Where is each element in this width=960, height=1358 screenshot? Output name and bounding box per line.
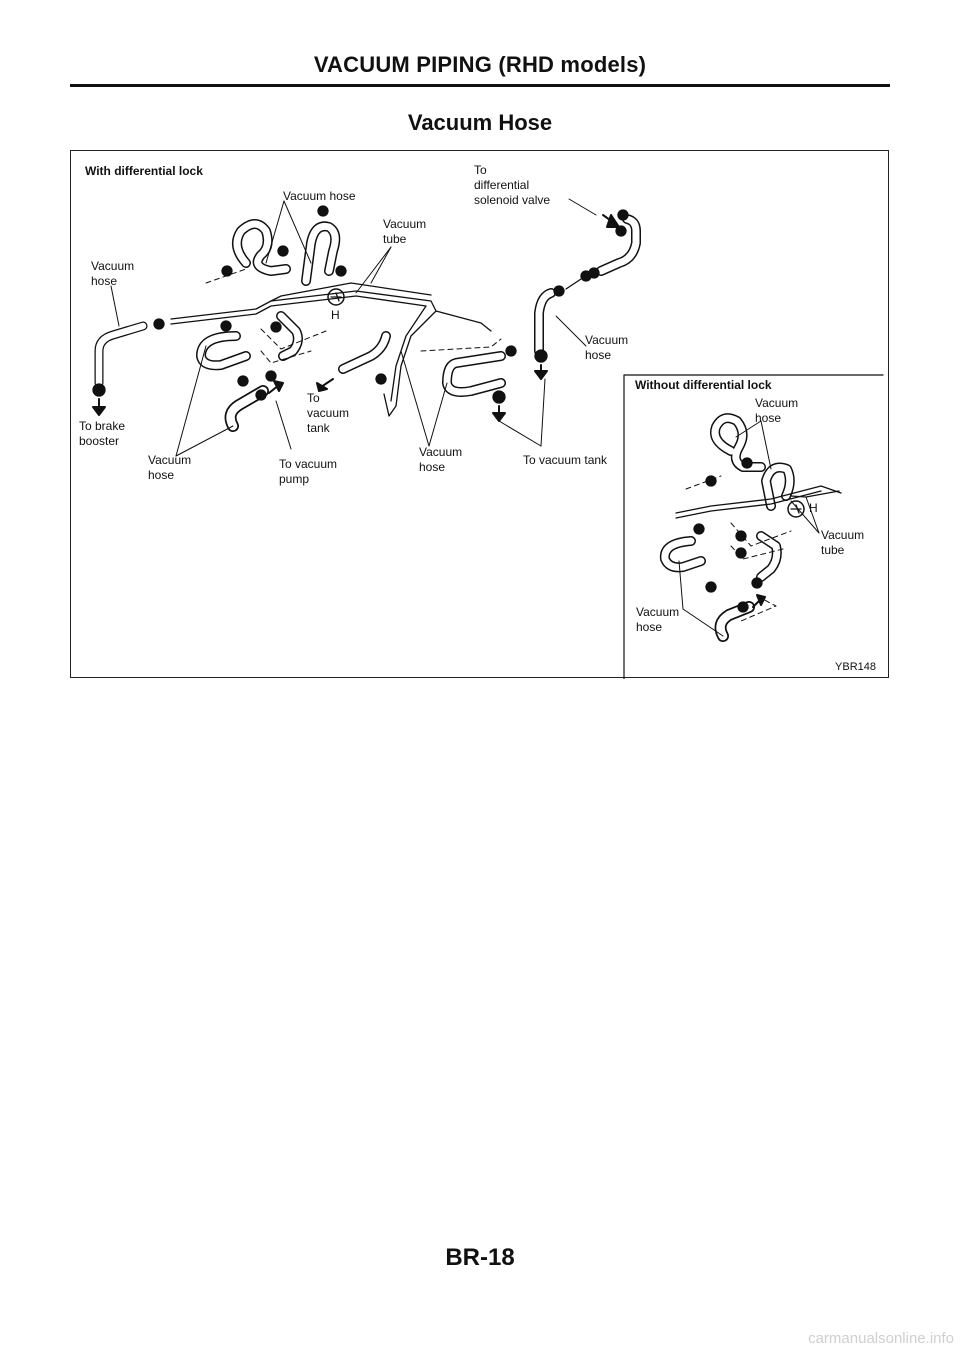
arrow-icon xyxy=(316,378,334,392)
clamp-icon xyxy=(534,349,548,363)
with-lock-heading: With differential lock xyxy=(85,164,203,178)
clamp-icon xyxy=(741,457,753,469)
clamp-icon xyxy=(705,581,717,593)
clamp-icon xyxy=(220,320,232,332)
clamp-icon xyxy=(335,265,347,277)
clamp-icon xyxy=(588,267,600,279)
without-lock-heading: Without differential lock xyxy=(635,378,772,392)
inset-border xyxy=(623,374,884,679)
clamp-icon xyxy=(492,390,506,404)
label-inset-vacuum-hose-top: Vacuum hose xyxy=(755,396,799,425)
vacuum-piping-diagram xyxy=(92,198,884,679)
arrow-icon xyxy=(602,214,620,228)
check-valve-icon xyxy=(327,288,345,306)
label-vacuum-hose-top: Vacuum hose xyxy=(283,189,356,203)
label-vacuum-hose-right: Vacuum hose xyxy=(585,333,629,362)
arrow-down-icon xyxy=(92,398,106,416)
clamp-icon xyxy=(735,547,747,559)
clamp-icon xyxy=(375,373,387,385)
figure-code: YBR148 xyxy=(835,661,876,673)
arrow-icon xyxy=(268,380,284,394)
label-inset-vacuum-hose-bottom: Vacuum hose xyxy=(636,605,680,634)
arrow-down-icon xyxy=(534,364,548,380)
clamp-icon xyxy=(617,209,629,221)
watermark: carmanualsonline.info xyxy=(808,1330,954,1347)
label-to-vacuum-pump: To vacuum pump xyxy=(279,457,338,486)
label-to-brake-booster: To brake booster xyxy=(79,419,126,448)
vacuum-hose-figure: With differential lock Vacuum hose Vacuu… xyxy=(70,150,889,679)
clamp-icon xyxy=(221,265,233,277)
clamp-icon xyxy=(737,601,749,613)
clamp-icon xyxy=(751,577,763,589)
clamp-icon xyxy=(277,245,289,257)
label-to-vacuum-tank-center: To vacuum tank xyxy=(307,391,350,435)
label-vacuum-tube: Vacuum tube xyxy=(383,217,427,246)
clamp-icon xyxy=(255,389,267,401)
clamp-icon xyxy=(505,345,517,357)
arrow-down-icon xyxy=(492,405,506,422)
arrow-icon xyxy=(752,594,766,608)
inset-vacuum-tube xyxy=(675,485,842,514)
label-h-marker: H xyxy=(331,308,340,322)
label-vacuum-hose-bottom-left: Vacuum hose xyxy=(148,453,192,482)
clamp-icon xyxy=(317,205,329,217)
clamp-icon xyxy=(237,375,249,387)
label-inset-h-marker: H xyxy=(809,501,818,515)
section-title: Vacuum Hose xyxy=(407,110,553,135)
clamp-icon xyxy=(153,318,165,330)
check-valve-icon xyxy=(787,500,805,518)
clamp-icon xyxy=(735,530,747,542)
clamp-icon xyxy=(270,321,282,333)
clamp-icon xyxy=(615,225,627,237)
label-to-vacuum-tank-right: To vacuum tank xyxy=(523,453,608,467)
page-header-title: VACUUM PIPING (RHD models) xyxy=(313,52,647,77)
label-to-solenoid-valve: To differential solenoid valve xyxy=(474,163,551,207)
label-vacuum-hose-left: Vacuum hose xyxy=(91,259,135,288)
header-rule xyxy=(70,84,890,87)
label-inset-vacuum-tube: Vacuum tube xyxy=(821,528,865,557)
clamp-icon xyxy=(693,523,705,535)
clamp-icon xyxy=(265,370,277,382)
label-vacuum-hose-center: Vacuum hose xyxy=(419,445,463,474)
clamp-icon xyxy=(553,285,565,297)
clamp-icon xyxy=(92,383,106,397)
page-number: BR-18 xyxy=(445,1244,515,1271)
